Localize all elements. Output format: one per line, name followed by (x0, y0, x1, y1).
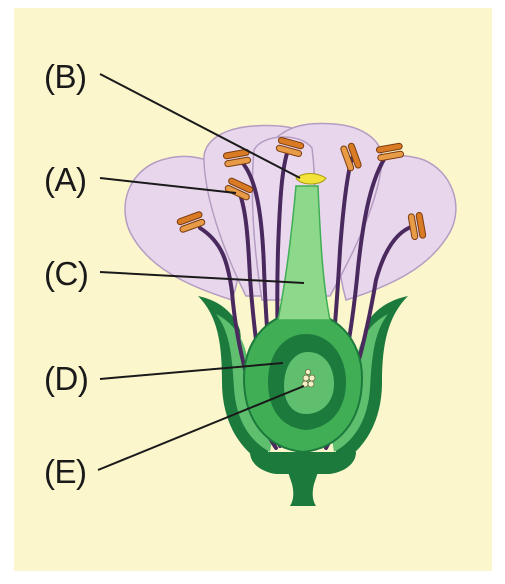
label-a: (A) (44, 163, 87, 196)
label-d: (D) (44, 362, 88, 395)
label-e: (E) (44, 455, 87, 488)
label-c: (C) (44, 257, 88, 290)
label-b: (B) (44, 60, 87, 93)
receptacle (250, 452, 356, 474)
